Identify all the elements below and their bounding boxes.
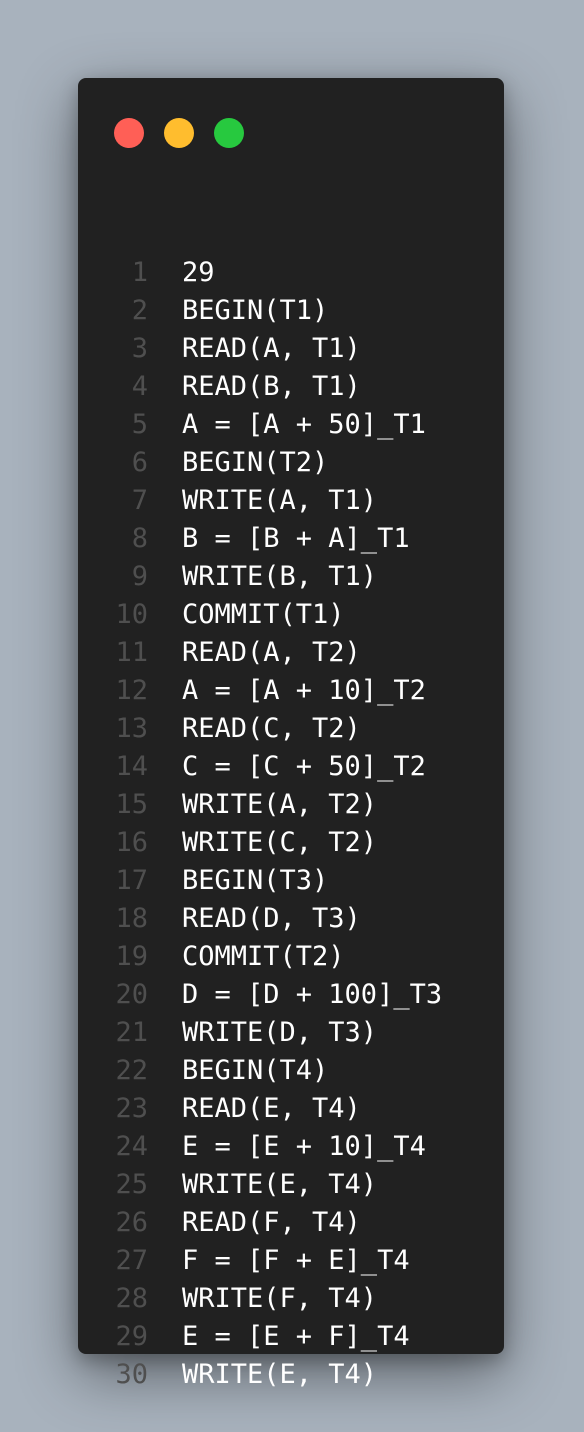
- code-line: 29 E = [E + F]_T4: [78, 1317, 504, 1355]
- code-line: 10 COMMIT(T1): [78, 595, 504, 633]
- line-text: READ(C, T2): [182, 712, 361, 744]
- code-line: 18 READ(D, T3): [78, 899, 504, 937]
- line-number: 16: [115, 826, 148, 858]
- line-text: READ(D, T3): [182, 902, 361, 934]
- line-number: 25: [115, 1168, 148, 1200]
- code-line: 22 BEGIN(T4): [78, 1051, 504, 1089]
- line-text: READ(B, T1): [182, 370, 361, 402]
- code-line: 5 A = [A + 50]_T1: [78, 405, 504, 443]
- line-text: WRITE(C, T2): [182, 826, 378, 858]
- line-text: D = [D + 100]_T3: [182, 978, 443, 1010]
- line-text: WRITE(F, T4): [182, 1282, 378, 1314]
- line-text: WRITE(A, T1): [182, 484, 378, 516]
- line-number: 9: [131, 560, 148, 592]
- line-number: 30: [115, 1358, 148, 1390]
- line-text: C = [C + 50]_T2: [182, 750, 426, 782]
- code-line: 16 WRITE(C, T2): [78, 823, 504, 861]
- line-number: 14: [115, 750, 148, 782]
- code-line: 23 READ(E, T4): [78, 1089, 504, 1127]
- window-controls: [114, 118, 244, 148]
- line-text: WRITE(D, T3): [182, 1016, 378, 1048]
- line-text: BEGIN(T1): [182, 294, 329, 326]
- code-line: 4 READ(B, T1): [78, 367, 504, 405]
- line-number: 26: [115, 1206, 148, 1238]
- line-number: 6: [131, 446, 148, 478]
- line-text: COMMIT(T1): [182, 598, 345, 630]
- line-number: 12: [115, 674, 148, 706]
- code-line: 7 WRITE(A, T1): [78, 481, 504, 519]
- code-line: 3 READ(A, T1): [78, 329, 504, 367]
- line-number: 27: [115, 1244, 148, 1276]
- code-line: 27 F = [F + E]_T4: [78, 1241, 504, 1279]
- close-dot-icon[interactable]: [114, 118, 144, 148]
- code-line: 2 BEGIN(T1): [78, 291, 504, 329]
- code-line: 25 WRITE(E, T4): [78, 1165, 504, 1203]
- line-text: BEGIN(T2): [182, 446, 329, 478]
- code-line: 1 29: [78, 253, 504, 291]
- line-text: BEGIN(T3): [182, 864, 329, 896]
- code-line: 15 WRITE(A, T2): [78, 785, 504, 823]
- code-line: 6 BEGIN(T2): [78, 443, 504, 481]
- line-text: 29: [182, 256, 215, 288]
- code-line: 17 BEGIN(T3): [78, 861, 504, 899]
- line-text: A = [A + 50]_T1: [182, 408, 426, 440]
- line-text: READ(A, T2): [182, 636, 361, 668]
- code-line: 19 COMMIT(T2): [78, 937, 504, 975]
- line-number: 5: [131, 408, 148, 440]
- line-text: READ(E, T4): [182, 1092, 361, 1124]
- line-text: WRITE(B, T1): [182, 560, 378, 592]
- line-text: READ(A, T1): [182, 332, 361, 364]
- line-number: 8: [131, 522, 148, 554]
- line-text: WRITE(E, T4): [182, 1358, 378, 1390]
- code-line: 30 WRITE(E, T4): [78, 1355, 504, 1393]
- line-number: 10: [115, 598, 148, 630]
- line-number: 19: [115, 940, 148, 972]
- code-line: 12 A = [A + 10]_T2: [78, 671, 504, 709]
- line-number: 2: [131, 294, 148, 326]
- line-number: 7: [131, 484, 148, 516]
- line-text: BEGIN(T4): [182, 1054, 329, 1086]
- code-line: 24 E = [E + 10]_T4: [78, 1127, 504, 1165]
- line-number: 29: [115, 1320, 148, 1352]
- line-text: B = [B + A]_T1: [182, 522, 410, 554]
- line-text: WRITE(A, T2): [182, 788, 378, 820]
- line-number: 21: [115, 1016, 148, 1048]
- line-number: 3: [131, 332, 148, 364]
- code-line: 28 WRITE(F, T4): [78, 1279, 504, 1317]
- line-text: E = [E + F]_T4: [182, 1320, 410, 1352]
- minimize-dot-icon[interactable]: [164, 118, 194, 148]
- line-text: WRITE(E, T4): [182, 1168, 378, 1200]
- line-text: COMMIT(T2): [182, 940, 345, 972]
- line-text: F = [F + E]_T4: [182, 1244, 410, 1276]
- code-line: 9 WRITE(B, T1): [78, 557, 504, 595]
- line-number: 4: [131, 370, 148, 402]
- code-line: 20 D = [D + 100]_T3: [78, 975, 504, 1013]
- line-number: 20: [115, 978, 148, 1010]
- code-line: 13 READ(C, T2): [78, 709, 504, 747]
- line-number: 22: [115, 1054, 148, 1086]
- line-number: 17: [115, 864, 148, 896]
- line-text: E = [E + 10]_T4: [182, 1130, 426, 1162]
- line-number: 15: [115, 788, 148, 820]
- line-number: 28: [115, 1282, 148, 1314]
- line-text: READ(F, T4): [182, 1206, 361, 1238]
- line-number: 1: [131, 256, 148, 288]
- line-number: 23: [115, 1092, 148, 1124]
- line-number: 24: [115, 1130, 148, 1162]
- code-line: 26 READ(F, T4): [78, 1203, 504, 1241]
- line-text: A = [A + 10]_T2: [182, 674, 426, 706]
- line-number: 13: [115, 712, 148, 744]
- code-line: 11 READ(A, T2): [78, 633, 504, 671]
- code-line: 21 WRITE(D, T3): [78, 1013, 504, 1051]
- code-line: 8 B = [B + A]_T1: [78, 519, 504, 557]
- code-line: 14 C = [C + 50]_T2: [78, 747, 504, 785]
- maximize-dot-icon[interactable]: [214, 118, 244, 148]
- line-number: 11: [115, 636, 148, 668]
- line-number: 18: [115, 902, 148, 934]
